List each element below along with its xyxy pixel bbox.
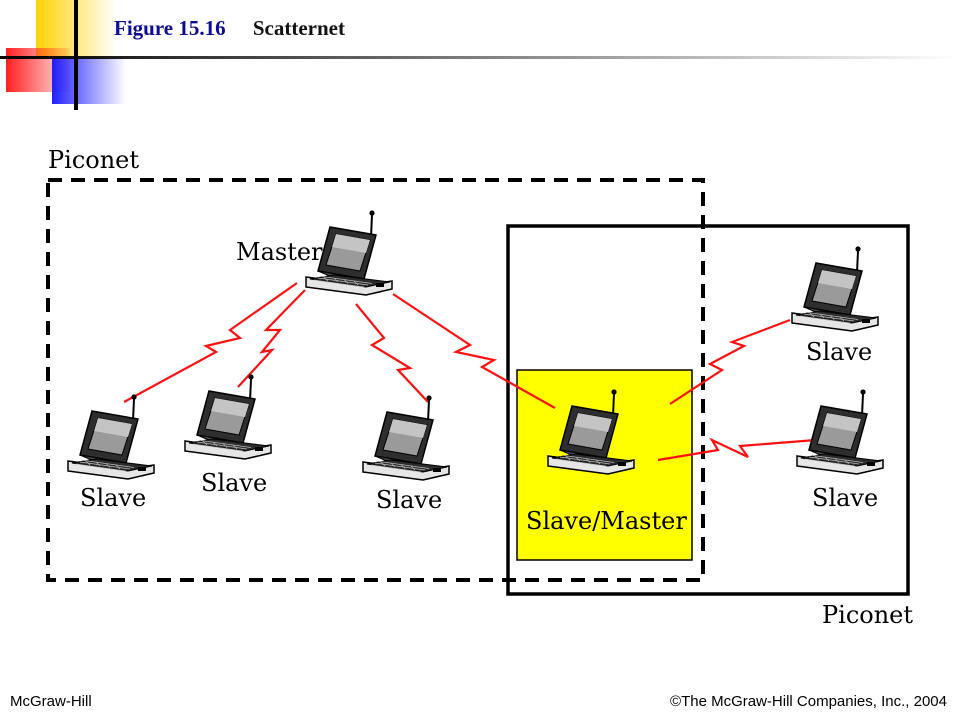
deco-vertical-line [74,0,78,110]
piconet-left-label: Piconet [48,146,140,174]
slave-label-4: Slave [806,338,873,366]
slide-corner-decoration [0,0,960,110]
slave-label-3: Slave [376,486,443,514]
deco-blue-block [52,58,126,104]
wireless-link-master-slave3 [355,303,429,403]
wireless-link-bridge-slave4 [669,318,791,405]
wireless-link-master-bridge [392,293,556,409]
figure-title: Figure 15.16 Scatternet [114,16,345,41]
slave-laptop-icon-3 [362,394,450,481]
wireless-link-bridge-slave5 [657,437,817,462]
slave-laptop-icon-2 [184,373,272,460]
deco-horizontal-line [0,56,960,59]
master-label: Master [236,238,323,266]
slave-laptop-icon-1 [67,393,155,480]
piconet-right-boundary [506,224,910,596]
slave-laptop-icon-4 [791,245,879,332]
piconet-right-label: Piconet [822,601,914,629]
bridge-label: Slave/Master [526,507,687,535]
slave-label-5: Slave [812,484,879,512]
slave-label-1: Slave [80,484,147,512]
figure-name: Scatternet [252,16,345,40]
piconet-left-boundary [46,178,705,582]
footer-copyright: ©The McGraw-Hill Companies, Inc., 2004 [670,693,947,710]
footer-publisher: McGraw-Hill [10,693,92,710]
wireless-link-master-slave2 [237,289,306,388]
slave-laptop-icon-5 [796,388,884,475]
figure-number: Figure 15.16 [114,16,226,40]
wireless-link-master-slave1 [123,282,298,403]
slave-label-2: Slave [201,469,268,497]
